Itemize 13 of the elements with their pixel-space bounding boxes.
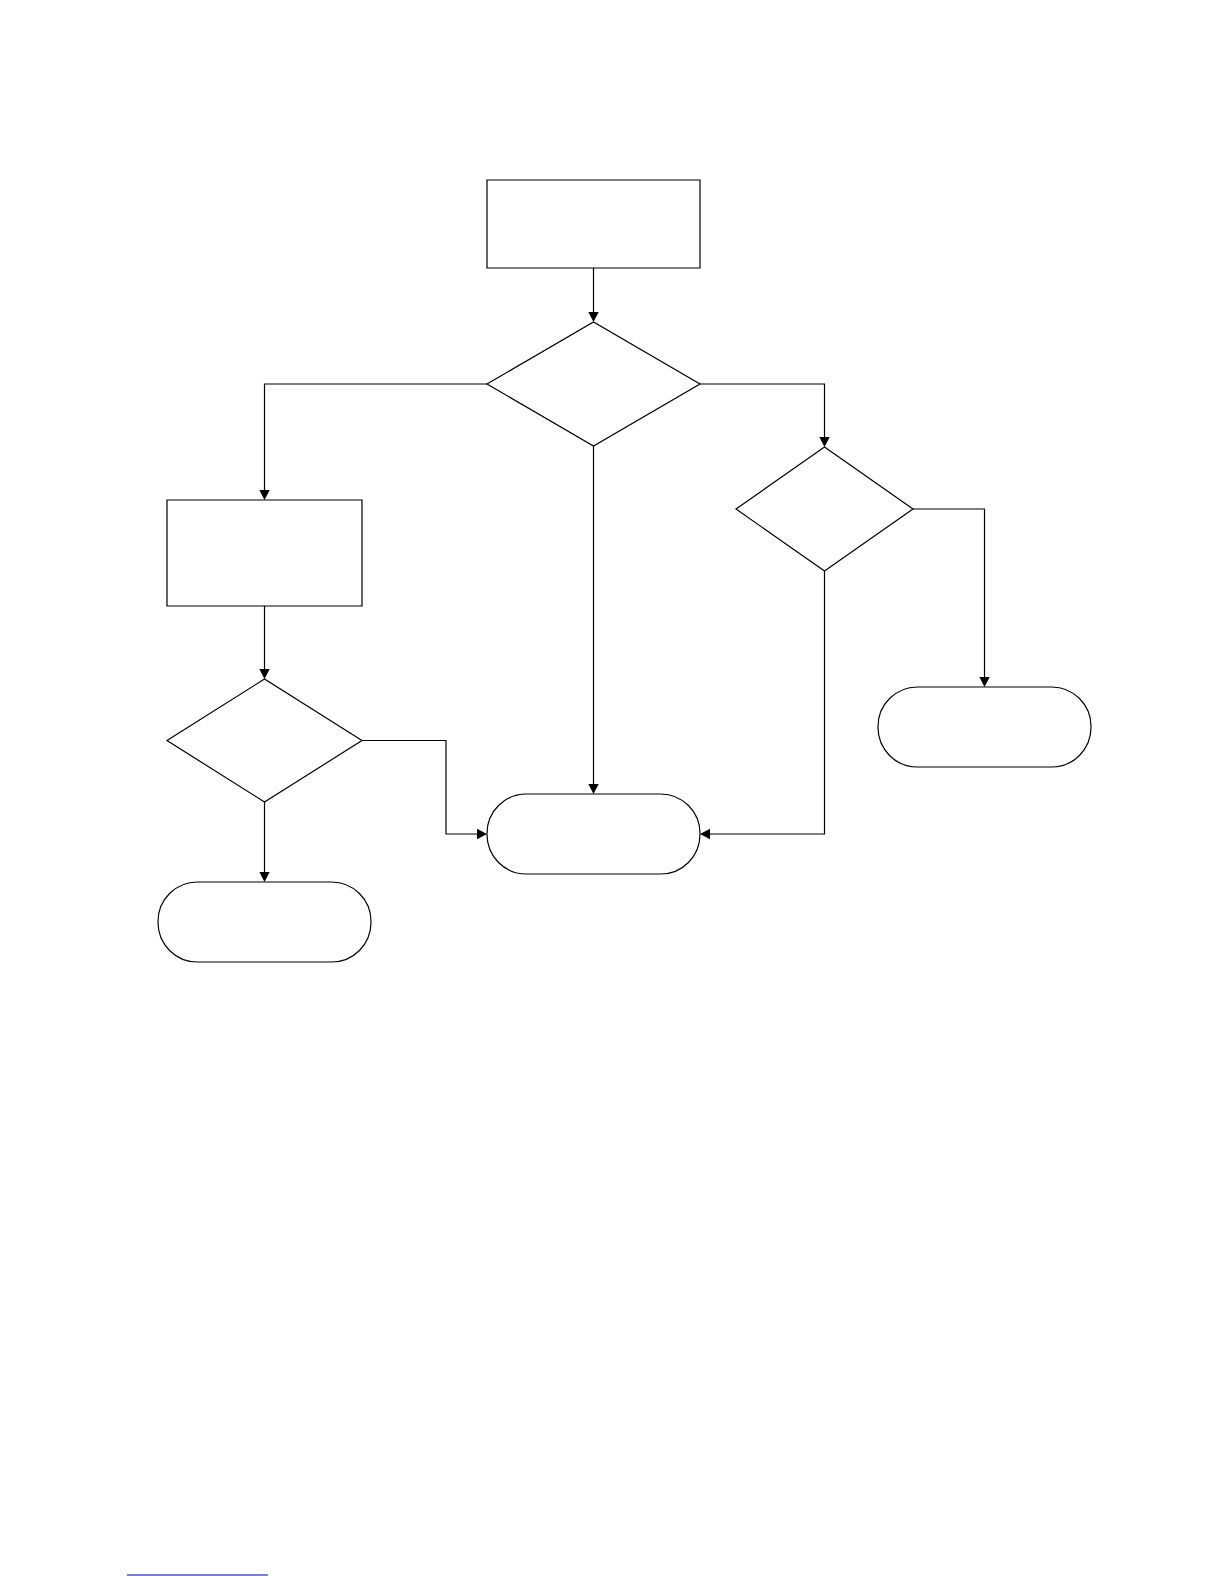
arrow — [259, 605, 270, 679]
arrow — [912, 508, 990, 687]
arrow — [700, 570, 826, 840]
process-box — [486, 179, 701, 269]
arrow — [699, 383, 830, 447]
terminal-pill — [486, 793, 701, 875]
terminal-pill — [877, 686, 1092, 768]
terminal-pill — [157, 881, 372, 963]
arrow — [259, 383, 488, 500]
arrow — [259, 801, 270, 882]
arrow — [588, 267, 599, 322]
arrow — [588, 445, 599, 794]
process-box — [166, 499, 363, 607]
